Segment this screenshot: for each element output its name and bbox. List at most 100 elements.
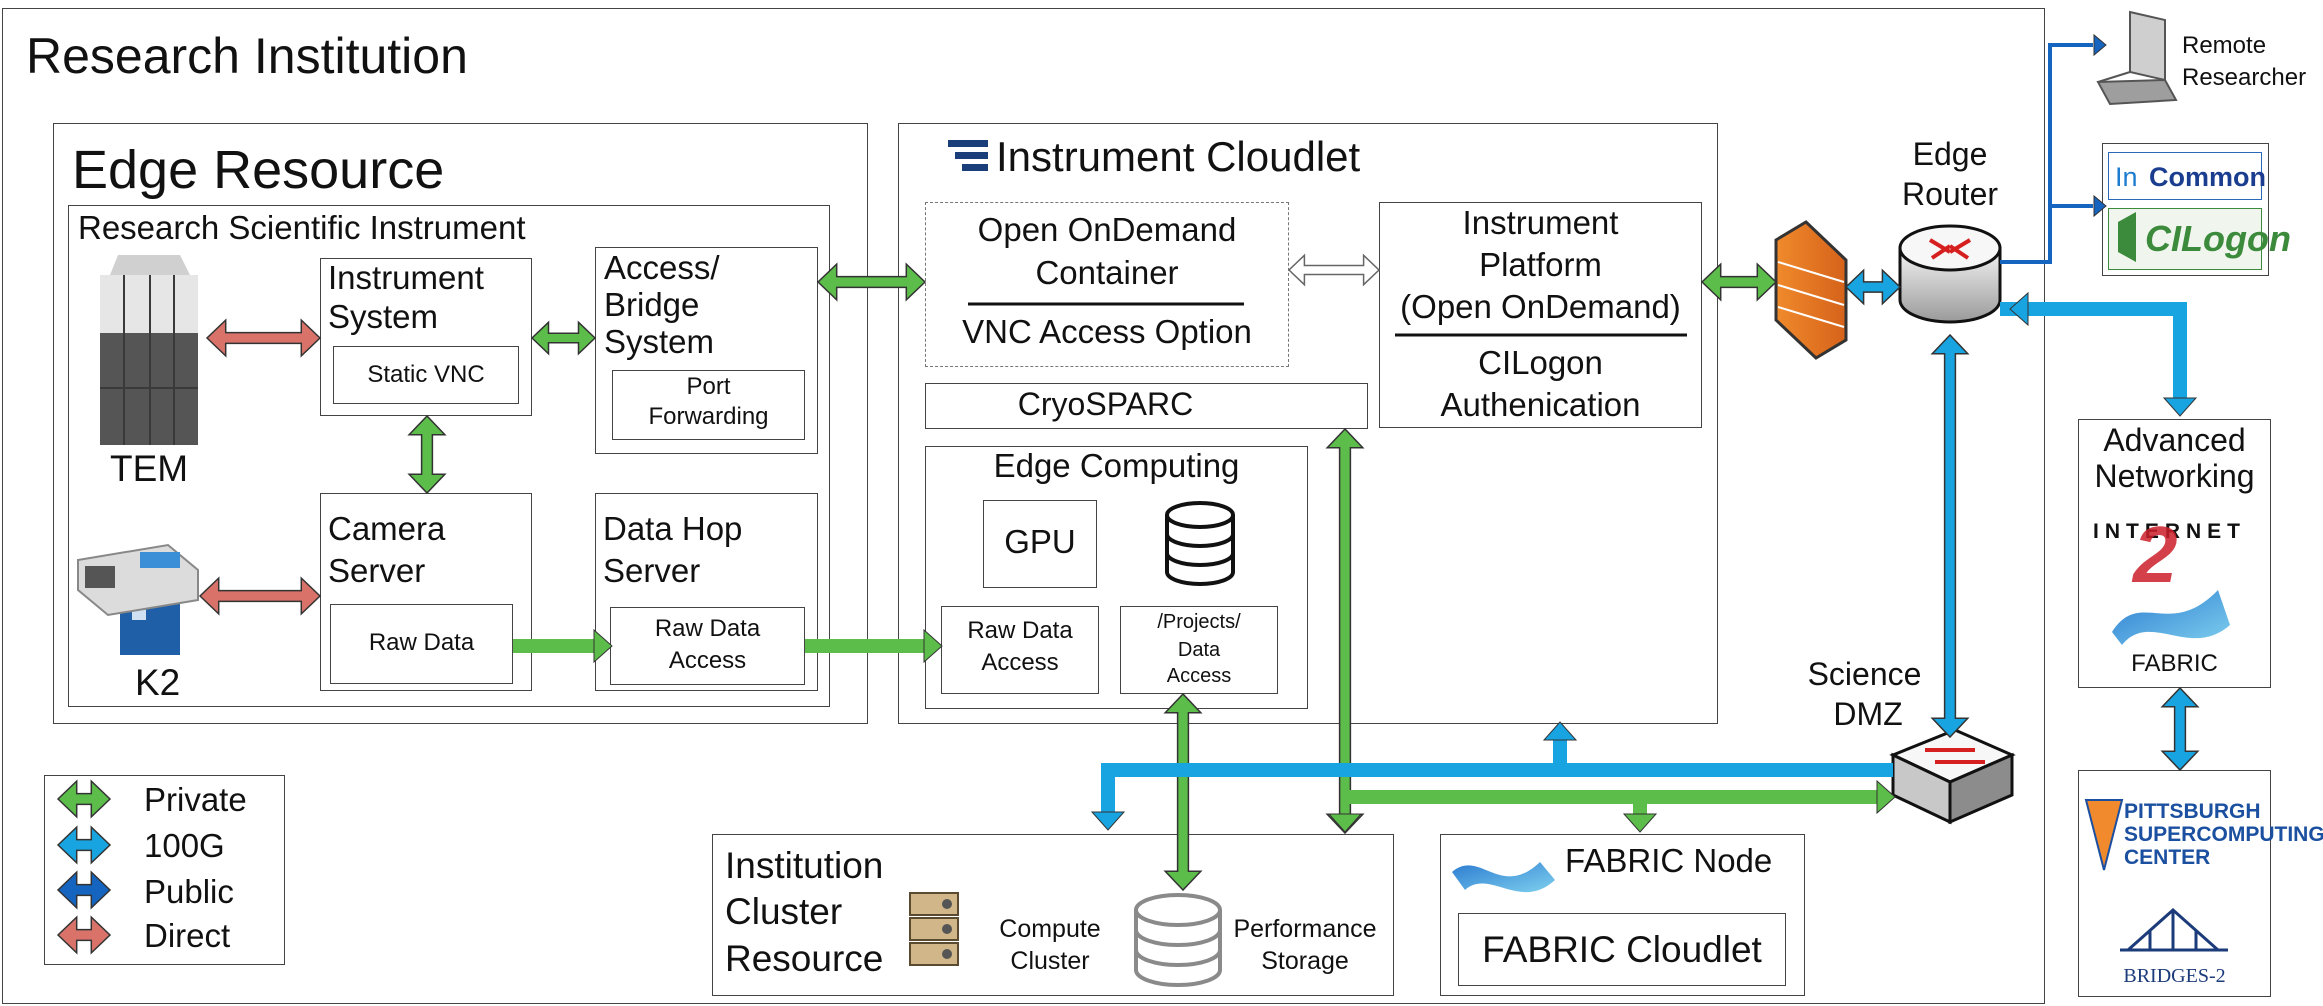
advanced-networking-label-2: Networking: [2094, 458, 2255, 494]
firewall-icon: [1774, 220, 1848, 360]
raw-data-access-box[interactable]: [610, 607, 805, 685]
performance-storage-label-2: Storage: [1261, 947, 1349, 975]
arrow-datahop-edge-head: [923, 628, 943, 664]
cilogon-auth-label-2: Authenication: [1440, 386, 1641, 423]
port-forwarding-box[interactable]: [612, 370, 805, 440]
incommon-in-text: In: [2115, 162, 2138, 192]
instrument-platform-label-1: Instrument: [1462, 204, 1619, 241]
science-dmz-label-2: DMZ: [1833, 696, 1903, 732]
camera-server-title-1: Camera: [328, 510, 446, 547]
static-vnc-label: Static VNC: [367, 361, 485, 388]
edge-raw-data-access-label-2: Access: [981, 649, 1059, 676]
access-bridge-title-3: System: [604, 323, 715, 360]
compute-cluster-icon: [909, 892, 959, 966]
data-hop-title-1: Data Hop: [603, 510, 743, 547]
incommon-common-text: Common: [2149, 162, 2266, 192]
projects-data-access-label-1: /Projects/: [1157, 611, 1241, 633]
arrow-advanced-psc: [2160, 686, 2200, 772]
edge-raw-data-access-box[interactable]: [941, 606, 1099, 694]
arrow-tem-instrument-system: [205, 318, 322, 358]
ood-container-label-1: Open OnDemand: [977, 211, 1237, 248]
edge-router-label-1: Edge: [1912, 136, 1988, 172]
fabric-cloudlet-label: FABRIC Cloudlet: [1482, 929, 1762, 970]
legend-label-public: Public: [144, 873, 234, 910]
cilogon-logo-text: CILogon: [2145, 218, 2291, 259]
psc-label-1: PITTSBURGH: [2124, 800, 2261, 823]
compute-cluster-label-1: Compute: [999, 915, 1101, 943]
fabric-cloudlet-box[interactable]: [1458, 913, 1786, 986]
fabric-node-title: FABRIC Node: [1565, 842, 1773, 879]
psc-label-3: CENTER: [2124, 846, 2211, 869]
arrow-dmz-bus: [1101, 763, 1893, 815]
cilogon-auth-label-1: CILogon: [1478, 344, 1603, 381]
institution-cluster-box[interactable]: [712, 834, 1394, 996]
arrow-router-identity-head: [2093, 194, 2107, 218]
edge-router-label-2: Router: [1901, 176, 1999, 212]
internet2-logo-two: 2: [2133, 510, 2178, 599]
arrow-firewall-router: [1844, 268, 1902, 306]
performance-storage-label-1: Performance: [1233, 915, 1377, 943]
arrow-green-fabric-head: [1622, 813, 1658, 833]
instrument-platform-box[interactable]: [1379, 202, 1702, 428]
k2-label: K2: [135, 662, 181, 703]
edge-computing-title: Edge Computing: [993, 447, 1240, 484]
database-icon: [1165, 501, 1235, 586]
arrow-dmz-bus-head: [1090, 811, 1126, 831]
arrow-k2-camera-server: [198, 576, 322, 616]
instrument-system-title-2: System: [328, 298, 439, 335]
arrow-instrument-camera-server: [407, 414, 447, 495]
camera-server-title-2: Server: [328, 552, 426, 589]
arrow-router-dmz: [1930, 333, 1970, 739]
arrow-router-advanced-head: [2162, 397, 2198, 417]
legend-label-private: Private: [144, 781, 247, 818]
cloudlet-logo-icon: [948, 140, 988, 171]
cluster-label-2: Cluster: [725, 891, 843, 932]
legend-arrow-private: [56, 779, 112, 819]
remote-researcher-label-1: Remote: [2182, 32, 2267, 59]
projects-data-access-box[interactable]: [1120, 606, 1278, 694]
legend-arrow-public: [56, 870, 112, 910]
arrow-router-advanced-back-head: [2009, 291, 2029, 327]
raw-data-box[interactable]: [330, 604, 513, 684]
cluster-label-1: Institution: [725, 845, 884, 886]
projects-data-access-label-2: Data: [1177, 639, 1221, 661]
fabric-node-wave-icon: [1452, 862, 1555, 893]
raw-data-access-label-1: Raw Data: [654, 615, 761, 642]
bridges2-label: BRIDGES-2: [2123, 965, 2226, 987]
advanced-networking-label-1: Advanced: [2103, 422, 2246, 458]
arrow-raw-data-datahop-head: [593, 628, 613, 664]
cryosparc-box[interactable]: [925, 383, 1368, 429]
bridges2-logo-icon: [2120, 907, 2228, 952]
gpu-label: GPU: [1004, 523, 1076, 560]
science-dmz-label-1: Science: [1807, 656, 1922, 692]
gpu-box[interactable]: [983, 500, 1097, 588]
arrow-access-bridge-ood: [816, 262, 927, 302]
psc-logo-icon: [2084, 799, 2124, 871]
ood-container-label-2: Container: [1035, 254, 1179, 291]
instrument-platform-label-3: (Open OnDemand): [1400, 288, 1681, 325]
edge-resource-title: Edge Resource: [72, 140, 445, 200]
fabric-logo-label: FABRIC: [2131, 650, 2218, 677]
raw-data-access-label-2: Access: [668, 647, 747, 674]
arrow-router-remote-line: [2000, 43, 2093, 264]
arrow-firewall-platform: [1700, 262, 1778, 302]
instrument-cloudlet-title: Instrument Cloudlet: [996, 133, 1361, 180]
internet2-logo-text: INTERNET: [2093, 520, 2246, 543]
incommon-logo: In Common: [2108, 152, 2266, 200]
arrow-green-dmz-head: [1876, 779, 1896, 815]
ood-container-box[interactable]: [925, 202, 1289, 367]
tem-microscope-icon: [100, 255, 198, 445]
static-vnc-box[interactable]: [333, 346, 519, 404]
vnc-access-option-label: VNC Access Option: [962, 313, 1252, 350]
edge-router-icon: [1898, 224, 2002, 324]
arrow-router-remote-head: [2093, 33, 2107, 57]
research-scientific-instrument-title: Research Scientific Instrument: [78, 209, 526, 246]
access-bridge-title-1: Access/: [604, 249, 720, 286]
legend-arrow-direct: [56, 915, 112, 955]
cryosparc-label: CryoSPARC: [1017, 386, 1194, 422]
legend-label-100g: 100G: [144, 827, 225, 864]
science-dmz-switch-icon: [1889, 728, 2016, 825]
advanced-networking-box: [2078, 419, 2271, 688]
arrow-ood-platform: [1287, 253, 1381, 287]
legend-label-direct: Direct: [144, 917, 231, 954]
